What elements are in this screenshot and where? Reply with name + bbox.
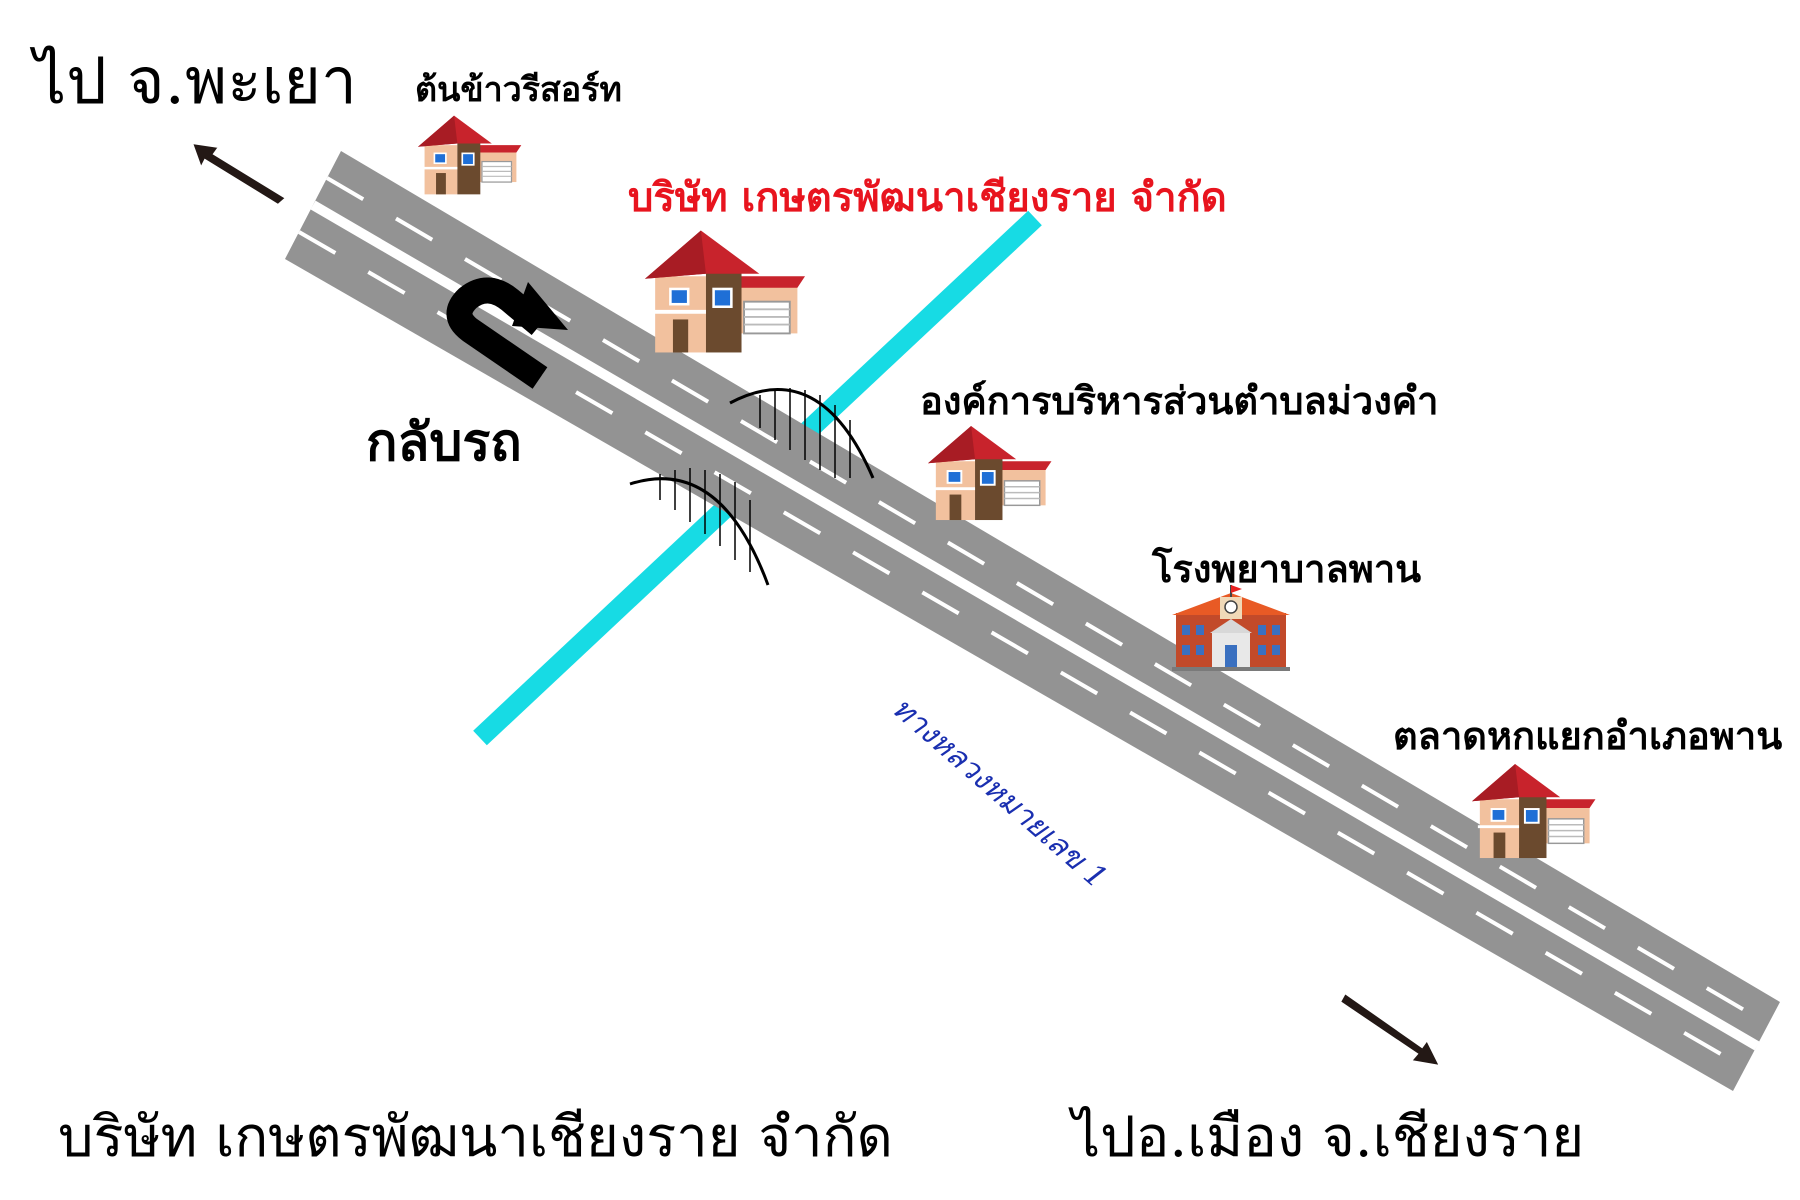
subdistrict-office-label: องค์การบริหารส่วนตำบลม่วงคำ xyxy=(920,378,1439,423)
direction-arrow-icon xyxy=(190,141,1442,1068)
footer-company-label: บริษัท เกษตรพัฒนาเชียงราย จำกัด xyxy=(58,1105,893,1170)
house-icon xyxy=(926,424,1053,522)
u-turn-label: กลับรถ xyxy=(366,412,522,473)
to-chiangrai-label: ไปอ.เมือง จ.เชียงราย xyxy=(1072,1105,1585,1170)
bridge-icon xyxy=(629,388,875,586)
house-icon xyxy=(416,114,523,196)
u-turn-arrowhead xyxy=(512,282,568,330)
market-label: ตลาดหกแยกอำเภอพาน xyxy=(1393,713,1783,758)
hospital-label: โรงพยาบาลพาน xyxy=(1152,546,1422,591)
company-label: บริษัท เกษตรพัฒนาเชียงราย จำกัด xyxy=(628,174,1227,221)
hospital-building-icon xyxy=(1172,585,1290,671)
house-icon xyxy=(643,228,807,355)
house-icon xyxy=(1470,762,1597,860)
u-turn-arrow-icon xyxy=(446,277,549,389)
to-phayao-label: ไป จ.พะเยา xyxy=(34,45,357,119)
resort-label: ต้นข้าวรีสอร์ท xyxy=(415,70,622,110)
